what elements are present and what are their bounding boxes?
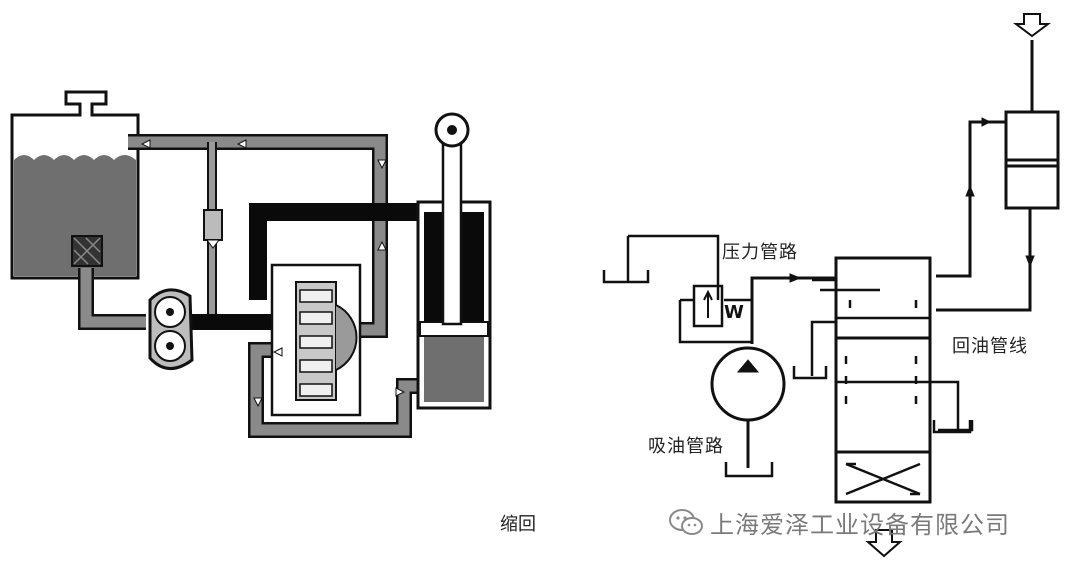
hydraulic-schematic bbox=[602, 13, 1060, 558]
pressure-pipe-to-cylinder bbox=[249, 203, 425, 300]
diagram-caption: 缩回 bbox=[500, 514, 536, 535]
schematic-valve-block bbox=[834, 256, 932, 504]
watermark: 上海爱泽工业设备有限公司 bbox=[668, 505, 1010, 539]
spring-mark: W bbox=[724, 302, 744, 323]
wechat-icon bbox=[669, 509, 703, 535]
suction-line-label: 吸油管路 bbox=[648, 436, 724, 457]
down-arrow-icon bbox=[1013, 13, 1051, 38]
pressure-line-label: 压力管路 bbox=[722, 242, 798, 263]
cylinder-rod bbox=[441, 138, 463, 326]
relief-valve bbox=[203, 209, 223, 241]
schematic-pump bbox=[710, 346, 786, 422]
bottom-down-arrow-icon bbox=[865, 529, 903, 558]
retract-pictorial-diagram: 缩回 bbox=[10, 90, 536, 535]
directional-control-valve bbox=[270, 263, 362, 417]
return-line-label: 回油管线 bbox=[952, 336, 1028, 357]
gear-pump bbox=[148, 288, 194, 370]
watermark-text: 上海爱泽工业设备有限公司 bbox=[710, 510, 1010, 539]
flow-arrows-left bbox=[140, 139, 406, 408]
hydraulic-cylinder bbox=[416, 112, 492, 410]
oil-reservoir bbox=[10, 90, 140, 280]
